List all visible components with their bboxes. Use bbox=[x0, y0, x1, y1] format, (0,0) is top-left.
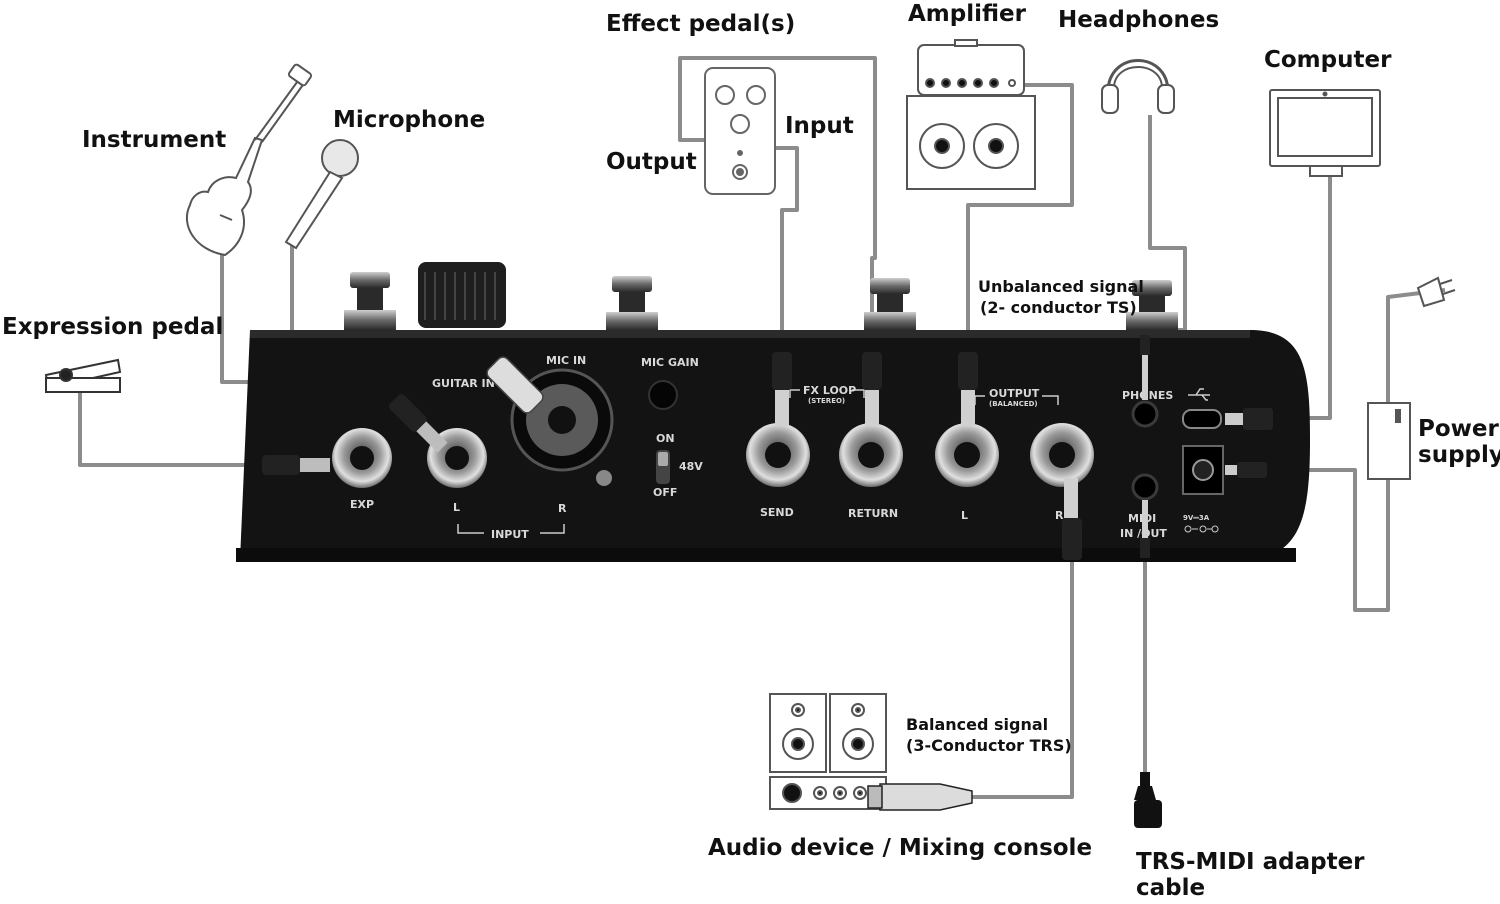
phantom-48v-switch[interactable] bbox=[656, 450, 670, 484]
input-l-label: L bbox=[453, 501, 460, 514]
fx-return-cable bbox=[678, 56, 877, 355]
studio-monitors-icon bbox=[769, 693, 887, 773]
midi-plug bbox=[1140, 500, 1150, 558]
power-rating-label: 9V⎓3A bbox=[1183, 514, 1210, 522]
usb-c-port[interactable] bbox=[1182, 409, 1222, 429]
mixer-cable bbox=[970, 560, 1074, 799]
power-supply-label: Power supply bbox=[1418, 416, 1500, 469]
mic-in-label: MIC IN bbox=[546, 354, 586, 367]
input-l-plug bbox=[389, 394, 448, 453]
output-l-jack[interactable] bbox=[935, 423, 999, 487]
midi-jack[interactable] bbox=[1131, 473, 1159, 501]
exp-plug bbox=[262, 455, 330, 475]
expression-pedal-label: Expression pedal bbox=[2, 314, 224, 340]
expression-pedal-cable bbox=[78, 392, 300, 467]
off-label: OFF bbox=[653, 486, 677, 499]
send-label: SEND bbox=[760, 506, 794, 519]
mic-gain-knob[interactable] bbox=[648, 380, 678, 410]
effect-pedals-label: Effect pedal(s) bbox=[606, 11, 796, 37]
computer-label: Computer bbox=[1264, 47, 1392, 73]
headphones-icon bbox=[1101, 59, 1175, 114]
usb-icon bbox=[1188, 388, 1210, 401]
mic-plug bbox=[486, 356, 544, 414]
fx-loop-label: FX LOOP bbox=[803, 384, 856, 397]
phones-jack[interactable] bbox=[1131, 400, 1159, 428]
amplifier-icon bbox=[906, 39, 1036, 190]
balanced-detail-label: (3-Conductor TRS) bbox=[906, 736, 1072, 755]
output-label: OUTPUT bbox=[989, 387, 1040, 400]
microphone-icon bbox=[284, 139, 359, 250]
mic-gain-label: MIC GAIN bbox=[641, 356, 699, 369]
expression-pedal-icon bbox=[44, 358, 122, 393]
footswitch-1[interactable] bbox=[344, 272, 396, 330]
fx-loop-bracket bbox=[789, 389, 865, 398]
dc-power-jack[interactable] bbox=[1182, 445, 1224, 495]
output-l-plug bbox=[958, 352, 978, 426]
fx-output-label: Output bbox=[606, 149, 697, 175]
fx-return-jack[interactable] bbox=[839, 423, 903, 487]
guitar-in-label: GUITAR IN bbox=[432, 377, 495, 390]
exp-label: EXP bbox=[350, 498, 374, 511]
trs-midi-label: TRS-MIDI adapter cable bbox=[1136, 849, 1365, 902]
output-r-label: R bbox=[1055, 509, 1064, 522]
balanced-signal-label: Balanced signal bbox=[906, 715, 1049, 734]
unbalanced-detail-label: (2- conductor TS) bbox=[980, 298, 1137, 317]
output-r-jack[interactable] bbox=[1030, 423, 1094, 487]
footswitch-4[interactable] bbox=[1126, 280, 1178, 330]
amplifier-label: Amplifier bbox=[908, 1, 1026, 27]
fx-send-jack[interactable] bbox=[746, 423, 810, 487]
instrument-label: Instrument bbox=[82, 127, 227, 153]
computer-icon bbox=[1269, 89, 1381, 177]
input-r-label: R bbox=[558, 502, 567, 515]
output-r-plug bbox=[1062, 478, 1082, 560]
fx-send-plug bbox=[772, 352, 792, 426]
main-knob[interactable] bbox=[418, 262, 506, 328]
power-cable bbox=[1235, 288, 1446, 612]
plugs bbox=[262, 335, 1273, 560]
fx-input-label: Input bbox=[785, 113, 854, 139]
footswitch-2[interactable] bbox=[606, 276, 658, 330]
fx-return-plug bbox=[862, 352, 882, 426]
midi-adapter-icon bbox=[1134, 772, 1162, 828]
unbalanced-signal-label: Unbalanced signal bbox=[978, 277, 1144, 296]
balanced-label: (BALANCED) bbox=[989, 400, 1038, 408]
headphones-label: Headphones bbox=[1058, 7, 1220, 33]
polarity-icon bbox=[1184, 525, 1219, 533]
exp-jack[interactable] bbox=[332, 428, 392, 488]
stereo-label: (STEREO) bbox=[808, 397, 845, 405]
microphone-label: Microphone bbox=[333, 107, 486, 133]
input-bracket bbox=[457, 524, 565, 534]
return-label: RETURN bbox=[848, 507, 898, 520]
input-label: INPUT bbox=[491, 528, 529, 541]
usb-plug bbox=[1225, 408, 1273, 430]
v48-label: 48V bbox=[679, 460, 703, 473]
mixing-console-icon bbox=[769, 776, 887, 810]
fx-send-cable bbox=[770, 146, 799, 355]
amplifier-cable bbox=[966, 83, 1074, 355]
on-label: ON bbox=[656, 432, 675, 445]
output-l-label: L bbox=[961, 509, 968, 522]
phones-plug bbox=[1140, 335, 1150, 400]
electric-guitar-icon bbox=[185, 63, 313, 257]
audio-device-label: Audio device / Mixing console bbox=[708, 835, 1093, 861]
dc-plug bbox=[1225, 462, 1267, 478]
xlr-plug-icon bbox=[867, 783, 973, 811]
effect-pedal-icon bbox=[704, 67, 776, 195]
footswitch-3[interactable] bbox=[864, 278, 916, 330]
cables bbox=[78, 56, 1446, 799]
power-supply-icon bbox=[1367, 276, 1456, 480]
